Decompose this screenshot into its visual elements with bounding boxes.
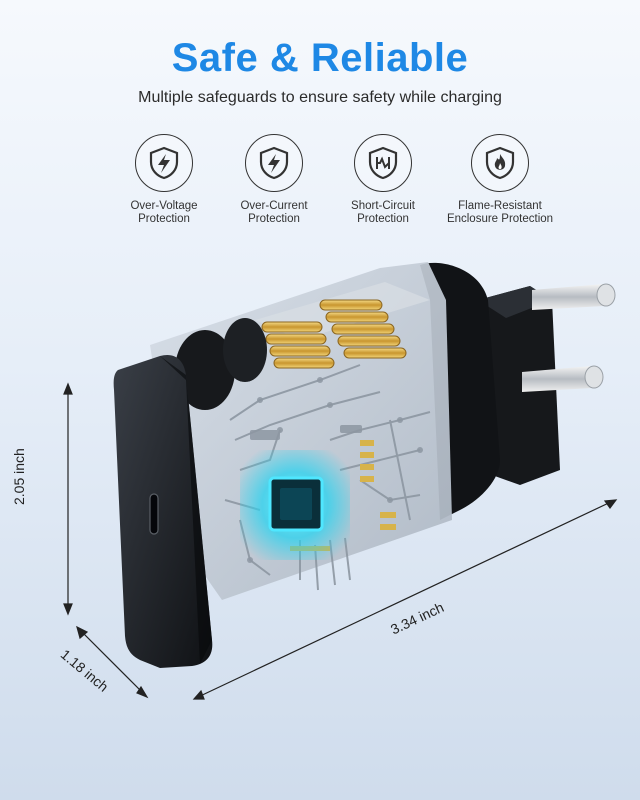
charger-front-face: [113, 354, 213, 668]
feature-label-line1: Over-Voltage: [130, 200, 198, 212]
transformer-coils: [255, 282, 430, 369]
feature-over-voltage: Over-Voltage Protection: [84, 134, 244, 226]
feature-label-line1: Flame-Resistant: [458, 200, 542, 212]
usb-c-port: [149, 493, 159, 535]
feature-label-line2: Protection: [138, 213, 190, 225]
plug-pins: [522, 283, 616, 392]
feature-short-circuit: Short-Circuit Protection: [303, 134, 463, 226]
shield-lightning-icon: [135, 134, 193, 192]
feature-label-line2: Protection: [248, 213, 300, 225]
height-dimension-label: 2.05 inch: [11, 448, 27, 505]
page-title: Safe & Reliable: [171, 36, 469, 80]
feature-label-line2: Protection: [357, 213, 409, 225]
shield-lightning-icon: [245, 134, 303, 192]
shield-flame-icon: [471, 134, 529, 192]
feature-label-line1: Over-Current: [240, 200, 308, 212]
feature-label-line2: Enclosure Protection: [446, 213, 554, 225]
feature-over-current: Over-Current Protection: [194, 134, 354, 226]
shield-circuit-icon: [354, 134, 412, 192]
capacitors: [175, 318, 267, 410]
glowing-chip: [240, 450, 350, 560]
feature-label-line1: Short-Circuit: [351, 200, 415, 212]
dimension-lines: [63, 382, 618, 700]
feature-flame-resistant: Flame-Resistant Enclosure Protection: [420, 134, 580, 226]
page-subtitle: Multiple safeguards to ensure safety whi…: [138, 89, 502, 106]
